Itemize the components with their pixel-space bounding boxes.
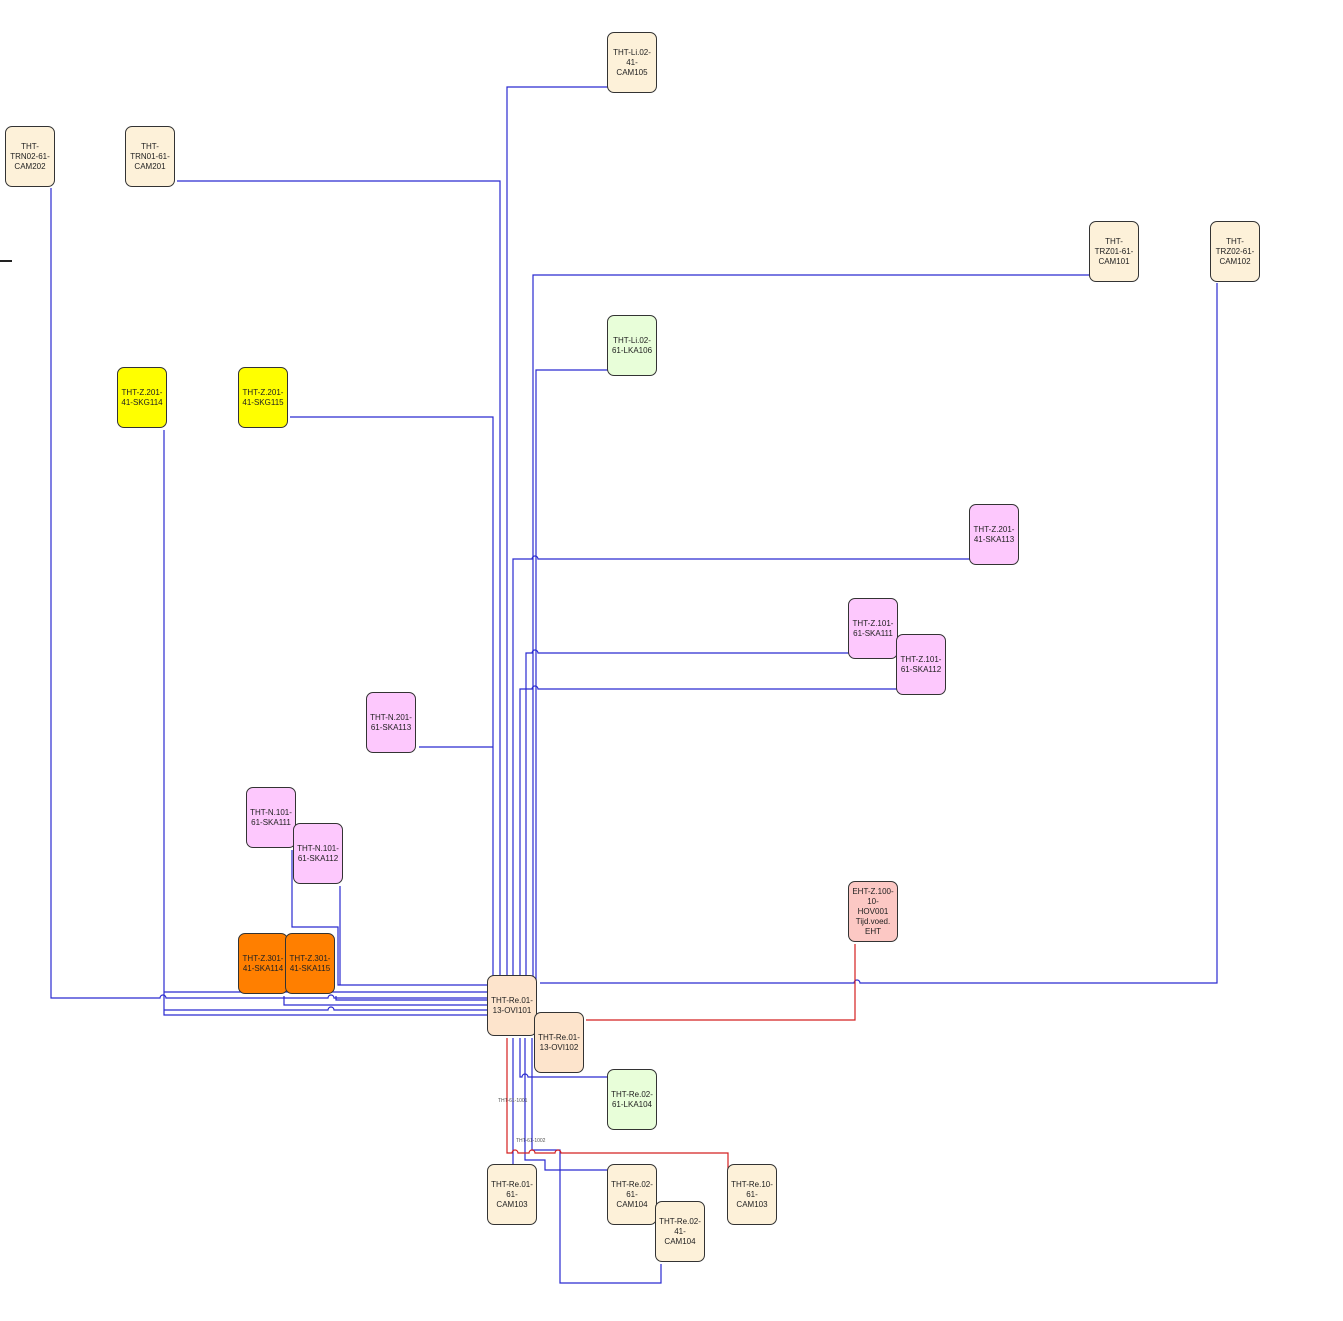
- power-eht-hov001: [586, 944, 856, 1021]
- link-n101-ska111: [291, 850, 487, 986]
- link-z101-ska112: [519, 685, 897, 980]
- node-re10-cam103[interactable]: THT-Re.10- 61- CAM103: [727, 1164, 777, 1225]
- node-z101-ska111[interactable]: THT-Z.101- 61-SKA111: [848, 598, 898, 659]
- node-trn02-cam202[interactable]: THT- TRN02-61- CAM202: [5, 126, 55, 187]
- link-trz02-cam102: [540, 283, 1218, 984]
- node-n201-ska113[interactable]: THT-N.201- 61-SKA113: [366, 692, 416, 753]
- node-trz01-cam101[interactable]: THT- TRZ01-61- CAM101: [1089, 221, 1139, 282]
- cable-label-1002: THT-61-1002: [516, 1138, 546, 1144]
- node-z201-skg115[interactable]: THT-Z.201- 41-SKG115: [238, 367, 288, 428]
- link-z201-skg114: [163, 430, 487, 1016]
- cable-label-1001: THT-61-1001: [498, 1098, 528, 1104]
- link-re02-cam104b: [531, 1038, 662, 1284]
- link-z201-ska113: [512, 555, 970, 980]
- node-re01-ovi101[interactable]: THT-Re.01- 13-OVI101: [487, 975, 537, 1036]
- link-z101-ska111: [525, 649, 849, 980]
- node-z301-ska114[interactable]: THT-Z.301- 41-SKA114: [238, 933, 288, 994]
- power-re10-cam103: [506, 1038, 729, 1170]
- node-re02-cam104a[interactable]: THT-Re.02- 61- CAM104: [607, 1164, 657, 1225]
- node-n101-ska111[interactable]: THT-N.101- 61-SKA111: [246, 787, 296, 848]
- node-re01-ovi102[interactable]: THT-Re.01- 13-OVI102: [534, 1012, 584, 1073]
- link-re02-cam104a: [524, 1038, 608, 1171]
- node-n101-ska112[interactable]: THT-N.101- 61-SKA112: [293, 823, 343, 884]
- link-li02-lka106: [535, 369, 608, 980]
- link-z301-ska114: [283, 996, 487, 1006]
- edge-connector-mark: [0, 260, 12, 262]
- link-extra-a: [164, 1006, 487, 1011]
- link-z301-ska115: [335, 996, 487, 1001]
- node-trn01-cam201[interactable]: THT- TRN01-61- CAM201: [125, 126, 175, 187]
- power-links: [506, 944, 856, 1170]
- node-trz02-cam102[interactable]: THT- TRZ02-61- CAM102: [1210, 221, 1260, 282]
- link-re02-lka104: [519, 1038, 608, 1078]
- node-re02-lka104[interactable]: THT-Re.02- 61-LKA104: [607, 1069, 657, 1130]
- link-trz01-cam101: [532, 274, 1090, 980]
- link-z201-skg115: [290, 416, 494, 980]
- node-re02-cam104b[interactable]: THT-Re.02- 41- CAM104: [655, 1201, 705, 1262]
- link-trn01-cam201: [177, 180, 501, 980]
- node-li02-lka106[interactable]: THT-Li.02- 61-LKA106: [607, 315, 657, 376]
- node-z201-ska113[interactable]: THT-Z.201- 41-SKA113: [969, 504, 1019, 565]
- link-li02-cam105: [506, 86, 608, 980]
- node-re01-cam103[interactable]: THT-Re.01- 61- CAM103: [487, 1164, 537, 1225]
- node-z301-ska115[interactable]: THT-Z.301- 41-SKA115: [285, 933, 335, 994]
- node-z101-ska112[interactable]: THT-Z.101- 61-SKA112: [896, 634, 946, 695]
- node-z201-skg114[interactable]: THT-Z.201- 41-SKG114: [117, 367, 167, 428]
- node-eht-hov001[interactable]: EHT-Z.100- 10- HOV001 Tijd.voed. EHT: [848, 881, 898, 942]
- link-trn02-cam202: [50, 188, 487, 999]
- node-li02-cam105[interactable]: THT-Li.02- 41- CAM105: [607, 32, 657, 93]
